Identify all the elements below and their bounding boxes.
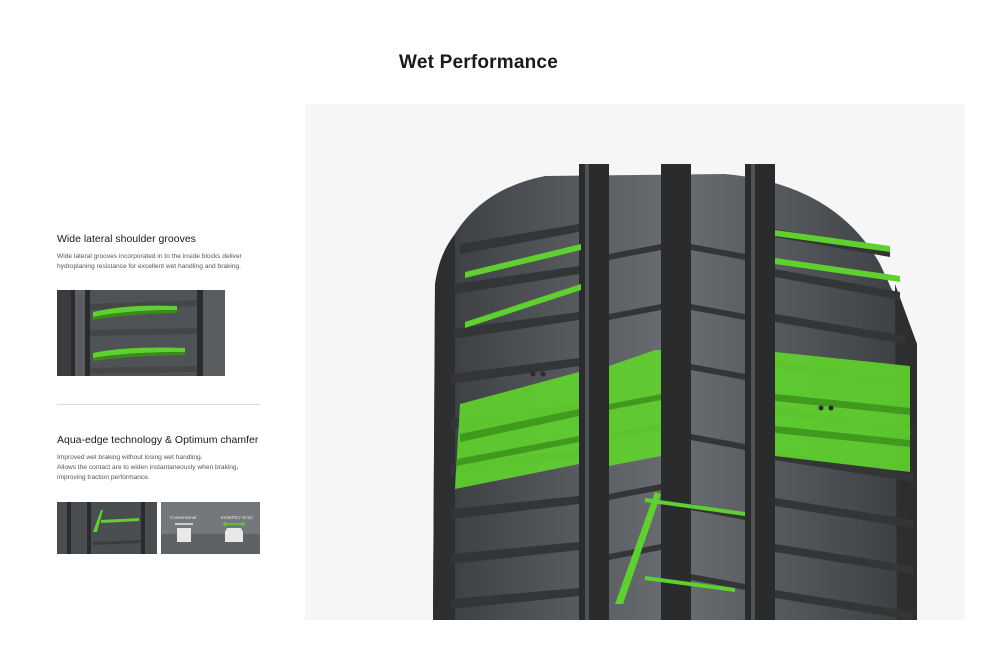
tire-tread-image xyxy=(305,104,965,620)
conventional-label: Conventional xyxy=(170,515,197,520)
feature-description: Wide lateral grooves incorporated in to … xyxy=(57,253,242,270)
feature-title: Aqua-edge technology & Optimum chamfer xyxy=(57,434,259,446)
description-line: improving traction performance. xyxy=(57,474,150,481)
section-divider xyxy=(57,404,260,405)
feature-shoulder-grooves: Wide lateral shoulder grooves Wide later… xyxy=(57,233,262,272)
kinergy-label: KINERGY Eco2 xyxy=(221,515,253,520)
feature-aqua-edge: Aqua-edge technology & Optimum chamfer I… xyxy=(57,434,262,483)
shoulder-groove-closeup-image xyxy=(57,290,225,376)
aqua-edge-closeup-image xyxy=(57,502,157,554)
page-title: Wet Performance xyxy=(399,52,558,73)
chamfer-comparison-image xyxy=(161,502,260,554)
description-line: Allows the contact are to widen instanta… xyxy=(57,464,239,471)
feature-title: Wide lateral shoulder grooves xyxy=(57,233,196,245)
feature-description: Improved wet braking without losing wet … xyxy=(57,453,262,483)
description-line: Improved wet braking without losing wet … xyxy=(57,454,203,461)
